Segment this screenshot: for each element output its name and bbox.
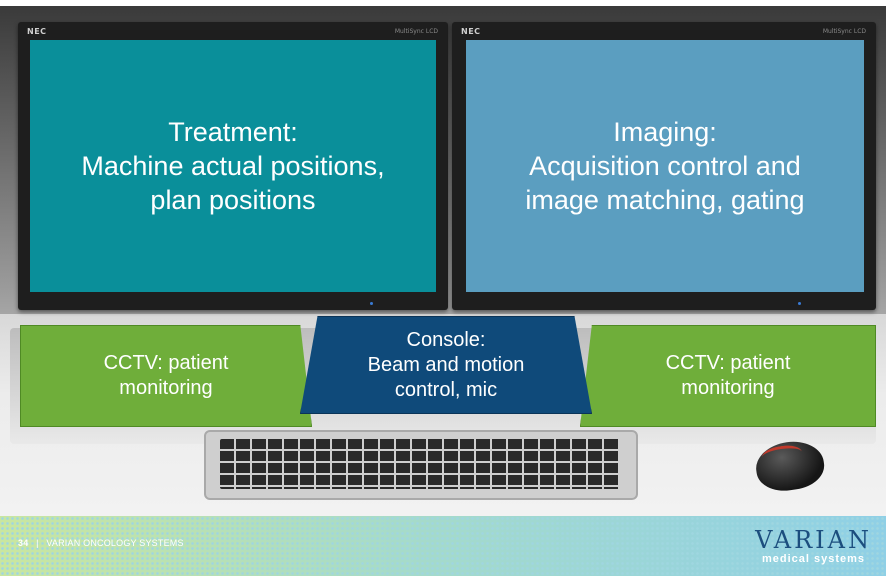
footer-separator: | xyxy=(36,538,39,548)
right-monitor-model: MultiSync LCD xyxy=(822,28,866,35)
treatment-screen: Treatment: Machine actual positions, pla… xyxy=(30,40,436,292)
imaging-screen: Imaging: Acquisition control and image m… xyxy=(466,40,864,292)
left-monitor-brand: NEC xyxy=(27,27,47,36)
workstation-photo: NEC MultiSync LCD Treatment: Machine act… xyxy=(0,6,886,516)
left-power-led xyxy=(370,302,373,305)
left-monitor-model: MultiSync LCD xyxy=(394,28,438,35)
slide-footer: 34 | VARIAN ONCOLOGY SYSTEMS VARIAN medi… xyxy=(0,516,886,576)
keyboard-keys xyxy=(220,439,620,489)
right-power-led xyxy=(798,302,801,305)
footer-text: 34 | VARIAN ONCOLOGY SYSTEMS xyxy=(18,538,184,548)
cctv-right-label: CCTV: patient monitoring xyxy=(580,325,876,427)
cctv-left-text: CCTV: patient monitoring xyxy=(103,352,229,399)
page-number: 34 xyxy=(18,538,29,548)
logo-tagline: medical systems xyxy=(762,553,866,565)
console-label: Console: Beam and motion control, mic xyxy=(300,316,592,414)
console-text: Console: Beam and motion control, mic xyxy=(367,328,525,401)
footer-company: VARIAN ONCOLOGY SYSTEMS xyxy=(46,538,184,548)
right-monitor-brand: NEC xyxy=(461,27,481,36)
treatment-screen-text: Treatment: Machine actual positions, pla… xyxy=(81,117,385,215)
logo-wordmark: VARIAN xyxy=(755,526,872,554)
cctv-left-label: CCTV: patient monitoring xyxy=(20,325,312,427)
keyboard xyxy=(204,430,638,500)
cctv-right-text: CCTV: patient monitoring xyxy=(665,352,791,399)
varian-logo: VARIAN medical systems xyxy=(755,528,872,565)
imaging-screen-text: Imaging: Acquisition control and image m… xyxy=(525,117,805,215)
